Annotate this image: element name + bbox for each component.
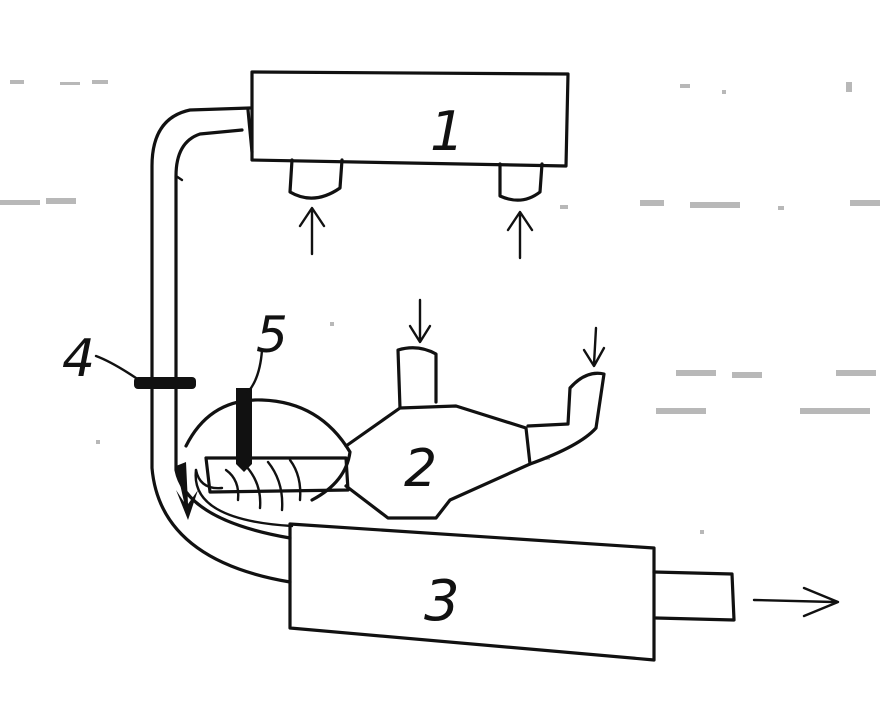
scan-noise — [0, 80, 880, 534]
label-component-1: 1 — [430, 100, 464, 163]
label-component-3: 3 — [424, 569, 460, 634]
component-4-clamp — [94, 354, 196, 389]
label-component-2: 2 — [404, 439, 437, 499]
label-component-5: 5 — [256, 306, 288, 364]
component-2-body — [344, 298, 606, 520]
connecting-pipe — [150, 106, 292, 584]
label-component-4: 4 — [62, 329, 95, 389]
component-1-block — [246, 70, 570, 260]
component-3-block — [288, 522, 840, 662]
component-5-coil — [176, 348, 352, 528]
